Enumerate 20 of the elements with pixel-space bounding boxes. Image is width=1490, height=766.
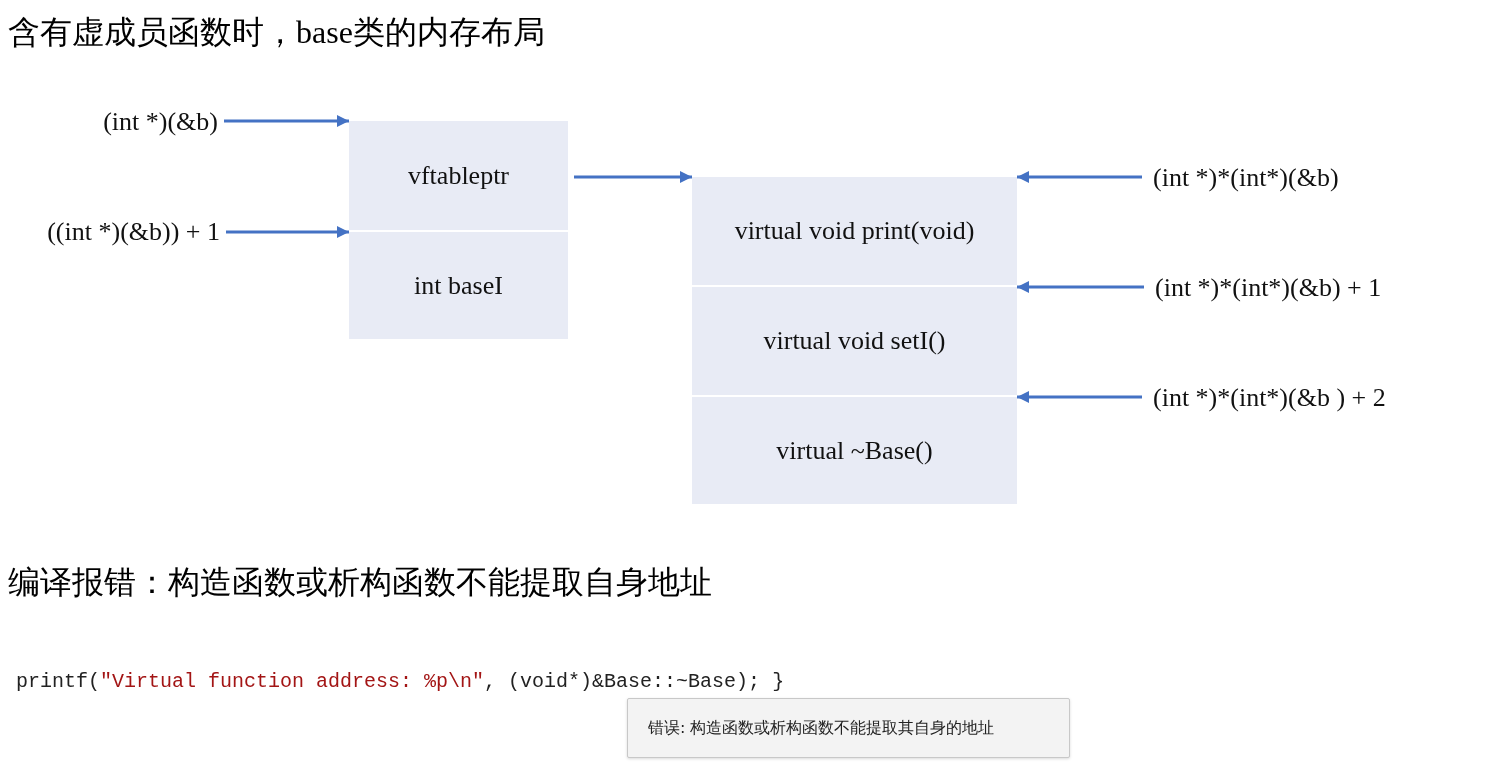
arrow xyxy=(224,115,349,127)
pointer-expression: (int *)(&b) xyxy=(103,107,218,137)
section-heading: 编译报错：构造函数或析构函数不能提取自身地址 xyxy=(8,563,712,602)
arrow xyxy=(1017,391,1142,403)
pointer-expression: (int *)*(int*)(&b ) + 2 xyxy=(1153,383,1386,413)
arrow xyxy=(1017,171,1142,183)
memory-cell: virtual void setI() xyxy=(692,287,1017,395)
memory-cell: vftableptr xyxy=(349,121,568,230)
pointer-expression: (int *)*(int*)(&b) xyxy=(1153,163,1339,193)
arrow xyxy=(226,226,349,238)
memory-cell: virtual ~Base() xyxy=(692,397,1017,504)
code-line: printf("Virtual function address: %p\n", (void*)&Base::~Base); } xyxy=(16,669,785,695)
pointer-expression: ((int *)(&b)) + 1 xyxy=(47,217,220,247)
arrow xyxy=(574,171,692,183)
error-tooltip: 错误: 构造函数或析构函数不能提取其自身的地址 xyxy=(627,698,1070,758)
diagram-title: 含有虚成员函数时，base类的内存布局 xyxy=(8,13,545,52)
memory-cell: virtual void print(void) xyxy=(692,177,1017,285)
memory-cell: int baseI xyxy=(349,232,568,339)
pointer-expression: (int *)*(int*)(&b) + 1 xyxy=(1155,273,1382,303)
arrow xyxy=(1017,281,1144,293)
